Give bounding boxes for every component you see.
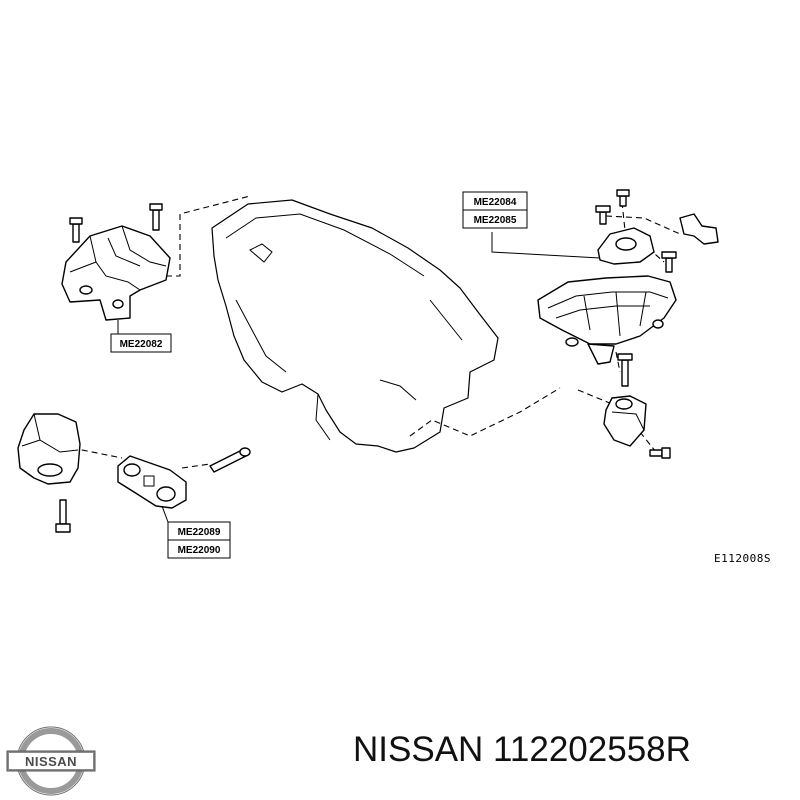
label-me22089-me22090: ME22089 ME22090 [167,521,231,559]
part-number-me22089: ME22089 [178,527,221,538]
right-cradle [537,251,677,365]
figure-code: E112008S [714,552,771,565]
part-number-me22090: ME22090 [178,545,221,556]
part-number-me22084: ME22084 [474,197,517,208]
torque-rod [117,447,251,509]
engine-block [211,199,499,453]
left-lower-mount [17,413,81,533]
left-upper-mount [61,203,171,321]
logo-text: NISSAN [25,754,77,769]
label-me22082: ME22082 [110,333,172,353]
nissan-logo: NISSAN [6,726,96,796]
label-me22084-me22085: ME22084 ME22085 [462,191,528,229]
part-number-me22082: ME22082 [120,339,163,350]
part-caption: NISSAN 112202558R [353,730,691,769]
part-number-me22085: ME22085 [474,215,517,226]
right-lower-mount [603,353,671,459]
leader-lines [117,232,601,523]
right-upper-mount [595,189,719,265]
